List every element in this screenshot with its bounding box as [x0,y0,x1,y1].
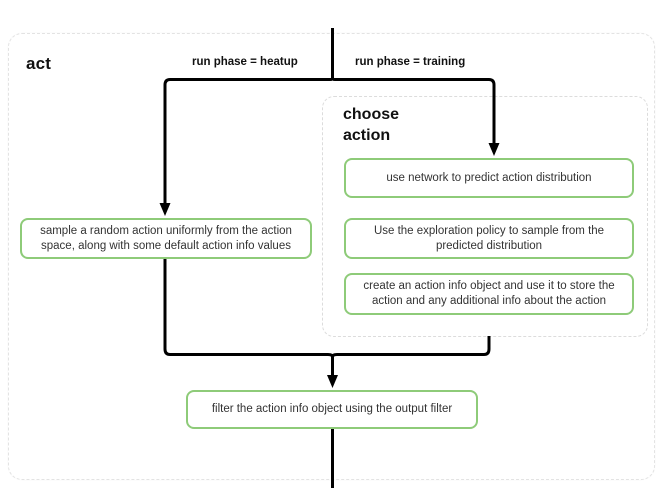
cluster-act-label: act [26,54,52,73]
edge-label-heatup: run phase = heatup [192,56,298,68]
cluster-choose-action-label: choose action [343,106,400,144]
node-sample-random-action[interactable]: sample a random action uniformly from th… [20,218,312,259]
edge-label-training: run phase = training [355,56,466,68]
node-create-action-info[interactable]: create an action info object and use it … [344,273,634,315]
node-filter-action-info[interactable]: filter the action info object using the … [186,390,478,429]
node-exploration-policy[interactable]: Use the exploration policy to sample fro… [344,218,634,259]
node-use-network-predict[interactable]: use network to predict action distributi… [344,158,634,198]
